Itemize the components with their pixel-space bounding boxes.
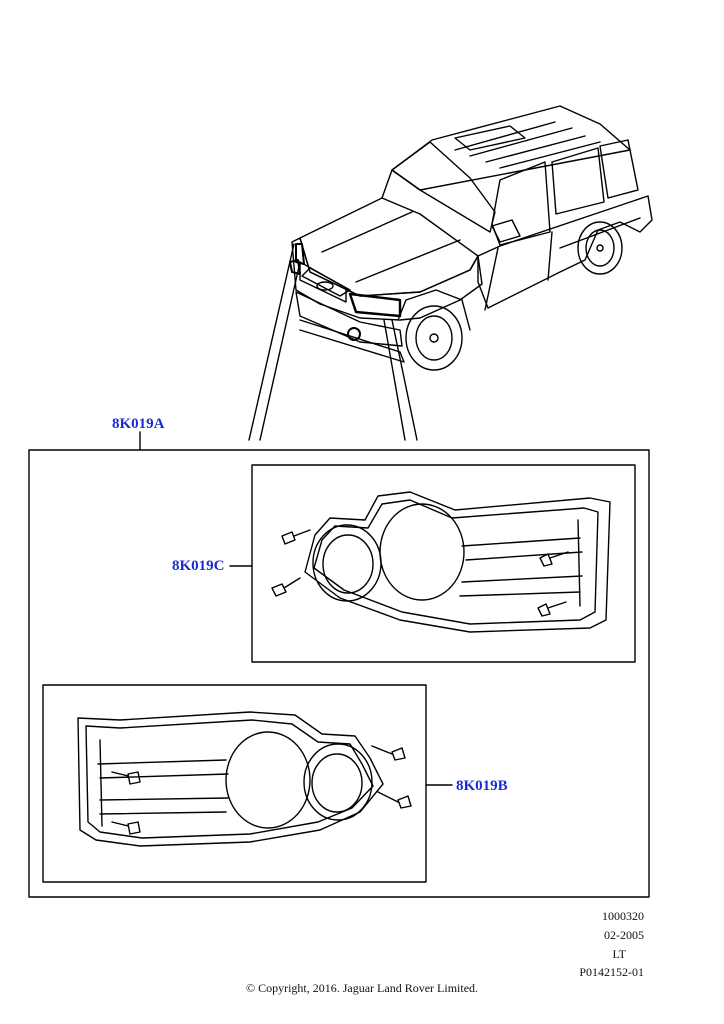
- reference-number: 1000320: [602, 909, 644, 923]
- right-fog-bezel-drawing: [271, 491, 611, 633]
- right-bezel-box: [251, 464, 636, 663]
- assembly-box: [28, 449, 650, 898]
- callout-8k019a[interactable]: 8K019A: [112, 416, 165, 432]
- screw-icon: [111, 771, 141, 785]
- callout-8k019c[interactable]: 8K019C: [172, 558, 225, 574]
- screw-icon: [539, 551, 569, 567]
- screw-icon: [271, 577, 301, 597]
- reference-part-id: P0142152-01: [579, 965, 644, 979]
- left-bezel-box: [42, 684, 427, 883]
- left-fog-bezel-drawing: [77, 711, 412, 847]
- leader-lines: [248, 243, 418, 441]
- copyright-notice: © Copyright, 2016. Jaguar Land Rover Lim…: [245, 981, 479, 995]
- screw-icon: [537, 601, 567, 617]
- screw-icon: [371, 745, 406, 761]
- reference-code: LT: [612, 947, 626, 961]
- screw-icon: [281, 529, 311, 545]
- screw-icon: [377, 791, 412, 809]
- vehicle-illustration: [289, 105, 653, 371]
- reference-date: 02-2005: [604, 928, 644, 942]
- screw-icon: [111, 821, 141, 835]
- callout-8k019b[interactable]: 8K019B: [456, 778, 508, 794]
